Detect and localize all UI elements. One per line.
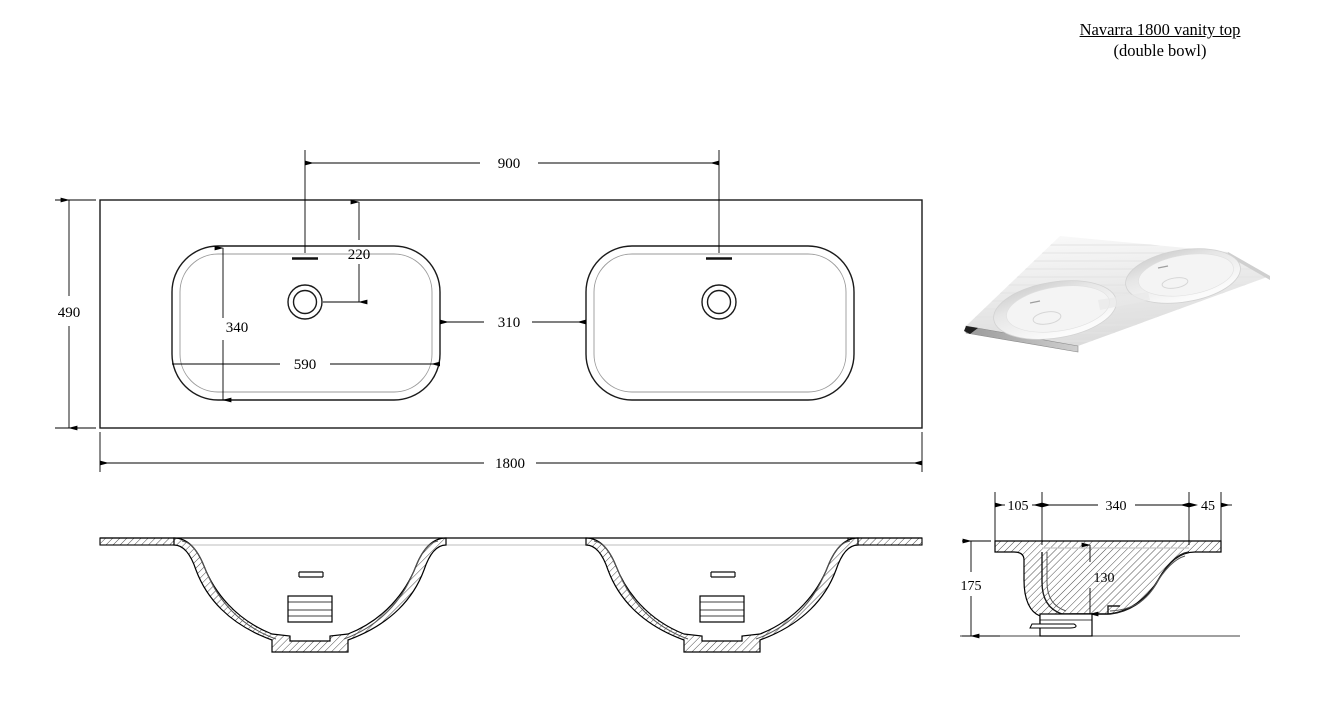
- dim-1800-overall-width: 1800: [99, 432, 923, 472]
- dim-340-section-label: 340: [1106, 499, 1127, 514]
- render-corner-shadow: [964, 326, 978, 334]
- dim-590-bowl-width: 590: [172, 357, 441, 373]
- dim-105-label: 105: [1008, 499, 1029, 514]
- right-bowl: [585, 245, 855, 401]
- dim-340-section-bowl-width: 340: [1041, 492, 1190, 545]
- left-bowl-inner-rim: [179, 253, 433, 393]
- dim-45-label: 45: [1201, 499, 1215, 514]
- drawing-title-line2: (double bowl): [1113, 40, 1207, 60]
- left-bowl: [171, 245, 441, 401]
- right-bowl-outer-rim: [585, 245, 855, 401]
- dim-340-bowl-depth: 340: [214, 245, 249, 403]
- left-bowl-outer-rim: [171, 245, 441, 401]
- elevation-left-bowl-innerline: [181, 540, 277, 640]
- dim-45-front-deck: 45: [1188, 492, 1232, 545]
- dim-900-bowl-centres: 900: [304, 150, 720, 253]
- render-left-bowl-overflow: [1029, 300, 1041, 304]
- elevation-right-bowl-innerline-right: [755, 540, 851, 640]
- dim-310-bowl-gap: 310: [439, 315, 587, 331]
- dim-220-label: 220: [348, 247, 371, 263]
- dim-220-waste-offset: 220: [323, 199, 371, 305]
- elevation-left-bowl-innerline-right: [343, 540, 439, 640]
- elevation-right-boss-body: [699, 595, 745, 623]
- title-block: Navarra 1800 vanity top (double bowl): [1010, 20, 1310, 61]
- front-elevation-section: [99, 537, 923, 653]
- elevation-left-boss-body: [287, 595, 333, 623]
- left-bowl-waste-inner: [292, 289, 318, 315]
- dim-590-label: 590: [294, 357, 317, 373]
- side-section-view: 105 340 45 175: [960, 492, 1240, 639]
- dim-340-label: 340: [226, 320, 249, 336]
- dim-490-label: 490: [58, 305, 81, 321]
- render-right-edge: [1228, 252, 1270, 280]
- dim-490-overall-depth: 490: [55, 197, 96, 431]
- section-inner-left-wall2: [1046, 552, 1067, 612]
- drawing-title-line1: Navarra 1800 vanity top: [1079, 20, 1241, 39]
- elevation-right-waste-boss: [699, 595, 745, 623]
- dim-105-rear-deck: 105: [994, 492, 1043, 545]
- elevation-right-bowl-innerline: [593, 540, 689, 640]
- counter-outline: [99, 199, 923, 429]
- render-right-bowl-overflow: [1157, 265, 1169, 269]
- dim-900-label: 900: [498, 156, 521, 172]
- plan-view: 900 220 490 340: [55, 150, 923, 472]
- dim-175-overall-height: 175: [961, 538, 1000, 639]
- render-right-bowl-waste: [1161, 277, 1189, 289]
- dim-310-label: 310: [498, 315, 521, 331]
- dim-130-bowl-depth: 130: [1081, 542, 1115, 617]
- right-bowl-inner-rim: [593, 253, 847, 393]
- elevation-left-deck-hatch: [99, 537, 175, 546]
- render-centre-shading: [1098, 292, 1150, 310]
- render-left-bowl-waste: [1032, 311, 1062, 325]
- elevation-right-bowl-wall: [585, 537, 859, 653]
- dim-175-label: 175: [961, 579, 982, 594]
- elevation-left-waste-boss: [287, 595, 333, 623]
- section-overflow-channel: [1029, 623, 1077, 629]
- dim-1800-label: 1800: [495, 456, 525, 472]
- left-bowl-waste-outer: [287, 284, 323, 320]
- section-waste-boss: [1029, 613, 1093, 637]
- elevation-left-bowl-wall: [173, 537, 447, 653]
- elevation-right-deck-hatch: [847, 537, 923, 546]
- section-front-step: [1107, 605, 1120, 614]
- right-bowl-waste-inner: [706, 289, 732, 315]
- section-inner-right-wall2: [1109, 555, 1186, 612]
- dim-130-label: 130: [1094, 571, 1115, 586]
- section-inner-left-wall: [1041, 552, 1063, 615]
- right-bowl-waste-outer: [701, 284, 737, 320]
- perspective-render: [964, 236, 1270, 353]
